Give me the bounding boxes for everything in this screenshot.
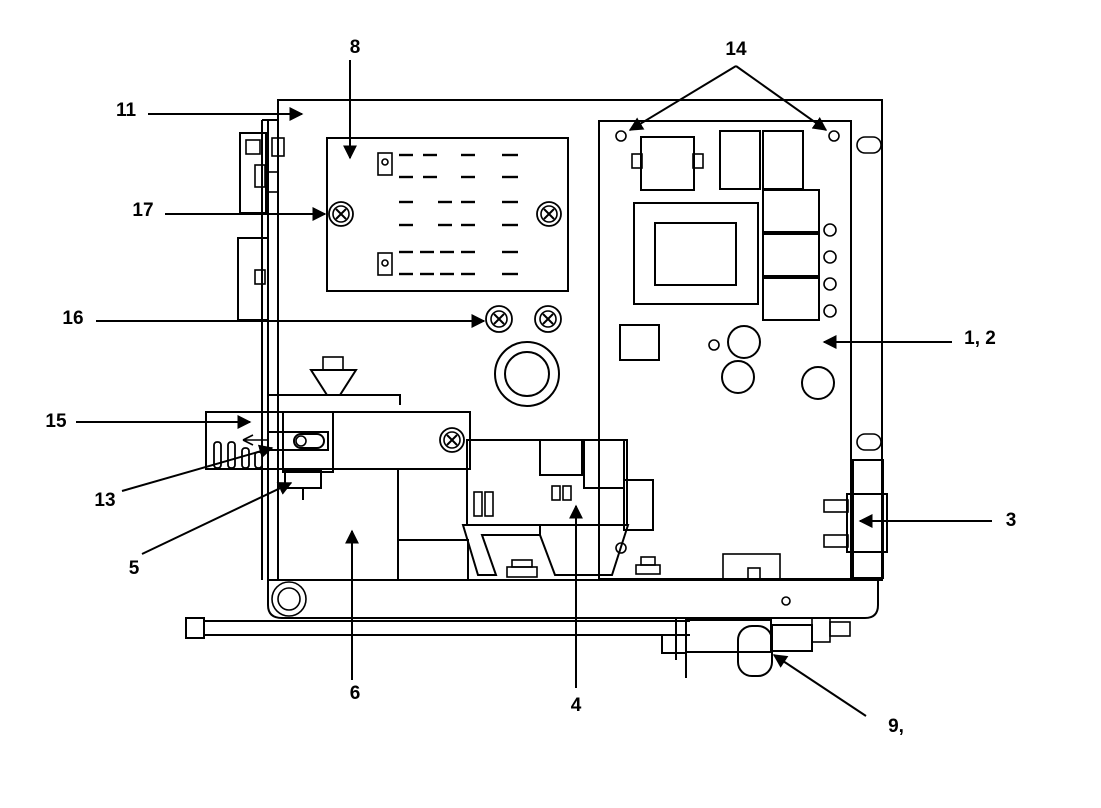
callout-9: 9, <box>888 716 904 737</box>
callout-labels: 8 14 11 17 16 1, 2 15 13 5 3 6 4 9, <box>45 37 1016 737</box>
callout-15: 15 <box>45 411 67 432</box>
callout-8: 8 <box>350 37 361 58</box>
callout-13: 13 <box>94 490 115 511</box>
callout-4: 4 <box>571 695 582 716</box>
sensor-bracket <box>205 356 471 500</box>
rod-assembly <box>185 617 851 678</box>
relay-assembly <box>461 439 781 581</box>
callout-16: 16 <box>62 308 83 329</box>
callout-11: 11 <box>116 100 137 121</box>
right-edge <box>823 136 888 579</box>
screws <box>328 201 562 453</box>
callout-3: 3 <box>1006 510 1017 531</box>
pc-board <box>598 120 852 580</box>
terminal-board <box>326 137 569 292</box>
callout-6: 6 <box>350 683 361 704</box>
callout-5: 5 <box>129 558 140 579</box>
leader-lines <box>76 60 992 717</box>
transformer <box>267 468 469 581</box>
grommet <box>494 341 560 407</box>
callout-1-2: 1, 2 <box>964 328 996 349</box>
chassis <box>261 99 883 619</box>
callout-17: 17 <box>132 200 153 221</box>
callout-14: 14 <box>725 39 747 60</box>
